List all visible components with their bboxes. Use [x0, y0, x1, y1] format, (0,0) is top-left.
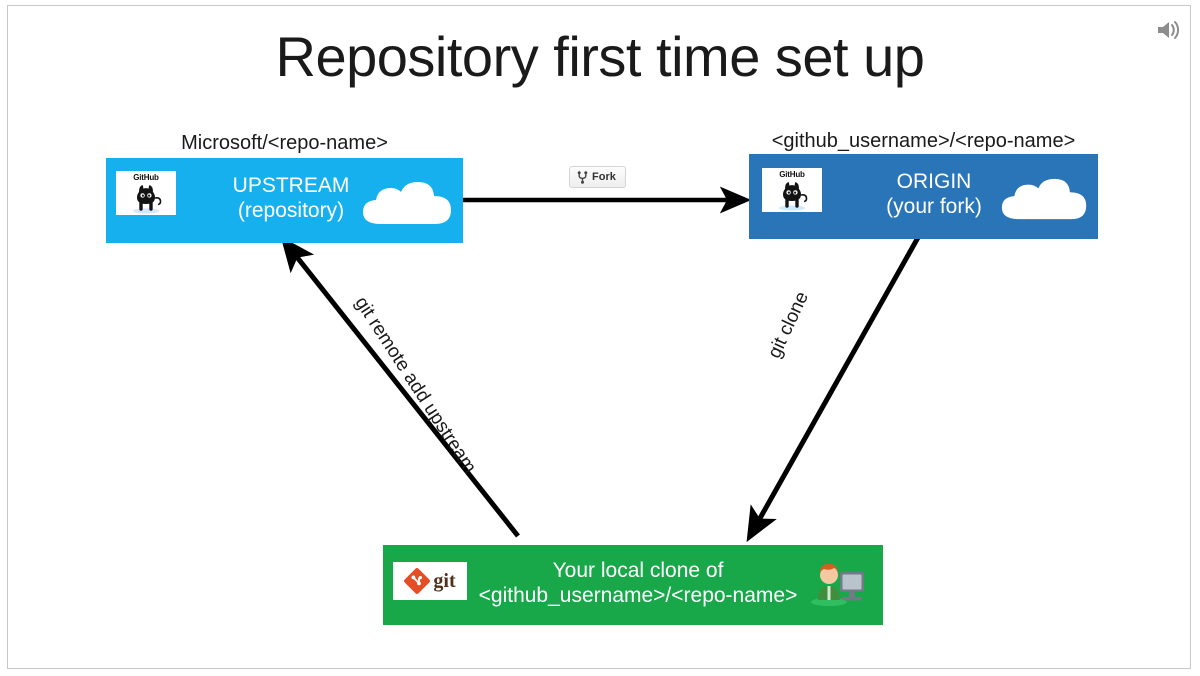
github-logo-icon: GitHub: [762, 168, 822, 212]
octocat-icon: [133, 185, 162, 214]
origin-label-line2: (your fork): [886, 194, 982, 218]
git-diamond-icon: [404, 568, 431, 594]
upstream-label-line1: UPSTREAM: [232, 174, 350, 197]
arrow-git-remote-add-upstream: [280, 236, 520, 538]
upstream-box[interactable]: GitHub UPSTREAM (repository): [106, 158, 463, 243]
origin-caption: <github_username>/<repo-name>: [771, 130, 1076, 152]
arrow-git-clone: [746, 232, 923, 543]
octocat-icon: [779, 182, 808, 211]
github-logo-wordmark: GitHub: [133, 173, 159, 182]
github-logo-icon: GitHub: [116, 171, 176, 215]
fork-icon: [577, 170, 588, 184]
git-logo-icon: git: [393, 562, 467, 600]
origin-box[interactable]: GitHub ORIGIN (your fork): [749, 154, 1098, 239]
fork-button[interactable]: Fork: [569, 166, 626, 188]
cloud-icon: [363, 182, 451, 224]
speaker-icon[interactable]: [1151, 14, 1183, 46]
local-clone-label-line2: <github_username>/<repo-name>: [478, 583, 798, 607]
arrow-label-git-remote-add-upstream: git remote add upstream: [350, 293, 481, 478]
github-logo-wordmark: GitHub: [779, 170, 805, 179]
upstream-label-line2: (repository): [237, 198, 345, 222]
local-clone-label-line1: Your local clone of: [552, 559, 724, 582]
arrow-label-git-clone: git clone: [764, 288, 814, 362]
upstream-label: UPSTREAM (repository): [216, 174, 366, 224]
upstream-caption: Microsoft/<repo-name>: [181, 132, 388, 154]
local-clone-label: Your local clone of <github_username>/<r…: [478, 559, 798, 609]
origin-label-line1: ORIGIN: [896, 170, 972, 193]
page-title: Repository first time set up: [275, 25, 925, 88]
git-logo-wordmark: git: [433, 570, 456, 592]
slide-canvas: Repository first time set up Microsoft/<…: [7, 5, 1191, 669]
origin-label: ORIGIN (your fork): [859, 170, 1009, 220]
local-clone-box[interactable]: git Your local clone of <github_username…: [383, 545, 883, 625]
fork-button-label: Fork: [592, 171, 616, 183]
cloud-icon: [1001, 178, 1087, 220]
person-at-computer-icon: [811, 564, 864, 606]
